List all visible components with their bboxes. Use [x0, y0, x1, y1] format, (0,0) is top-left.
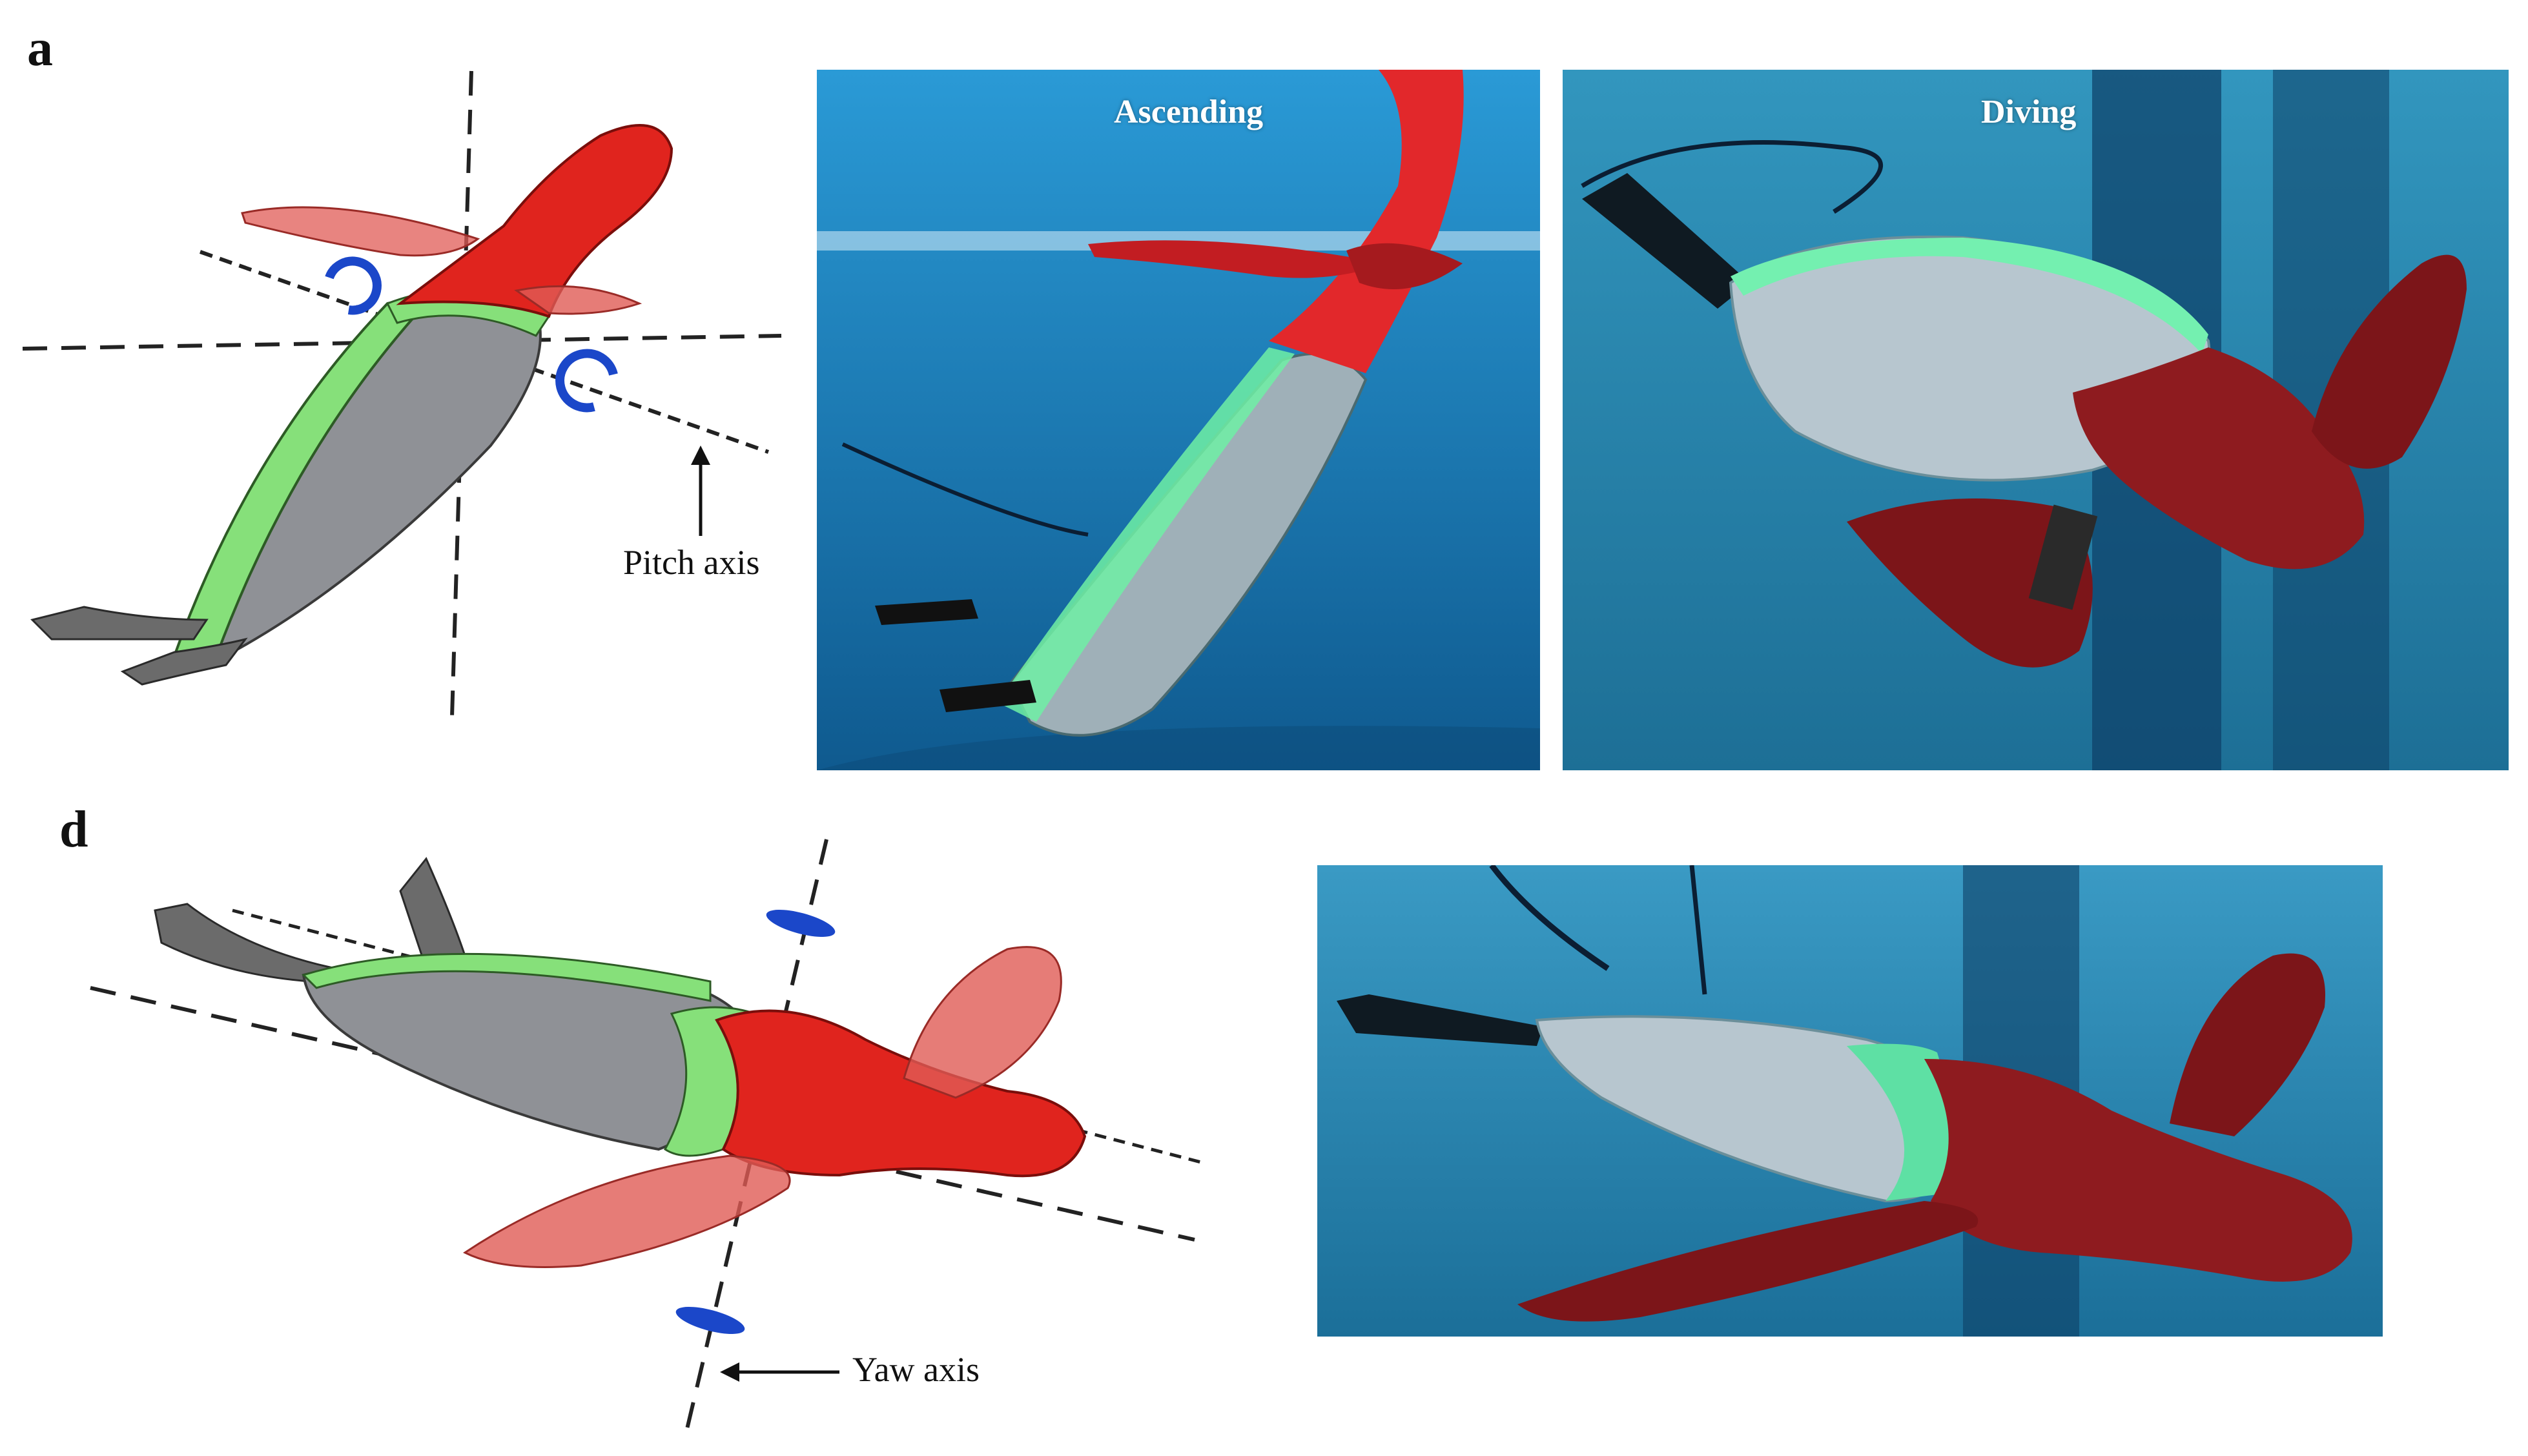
top-flipper [241, 206, 480, 257]
diving-photo [1563, 70, 2509, 770]
pitch-axis-label: Pitch axis [623, 543, 760, 582]
yaw-rotation-bottom-icon [675, 1306, 745, 1335]
rotation-arrow-left-icon [325, 256, 382, 315]
panel-d: d Yaw axis [0, 788, 1259, 1456]
panel-a: a Pitch axis [0, 0, 807, 762]
body-axis-line [90, 986, 1195, 1242]
swimming-photo [1317, 865, 2383, 1337]
horizontal-axis-line [22, 334, 782, 351]
panel-e: e [1317, 865, 2383, 1337]
rotation-arrow-right-icon [555, 349, 618, 413]
red-head [396, 124, 673, 318]
panel-c: c Diving [1563, 70, 2509, 770]
cad-model-pitch [22, 70, 782, 717]
panel-letter-a: a [27, 20, 53, 77]
panel-b: b Ascending [817, 70, 1540, 770]
diving-label: Diving [1981, 94, 2077, 130]
ascending-photo [817, 70, 1540, 770]
side-flipper [514, 285, 642, 315]
panel-letter-d: d [59, 801, 88, 858]
cad-model-yaw [90, 839, 1202, 1441]
yaw-rotation-top-icon [766, 909, 836, 938]
ascending-label: Ascending [1114, 94, 1264, 130]
tail-fin-lower [120, 637, 248, 686]
yaw-axis-label: Yaw axis [852, 1350, 980, 1389]
tail-fin-upper [30, 606, 209, 641]
